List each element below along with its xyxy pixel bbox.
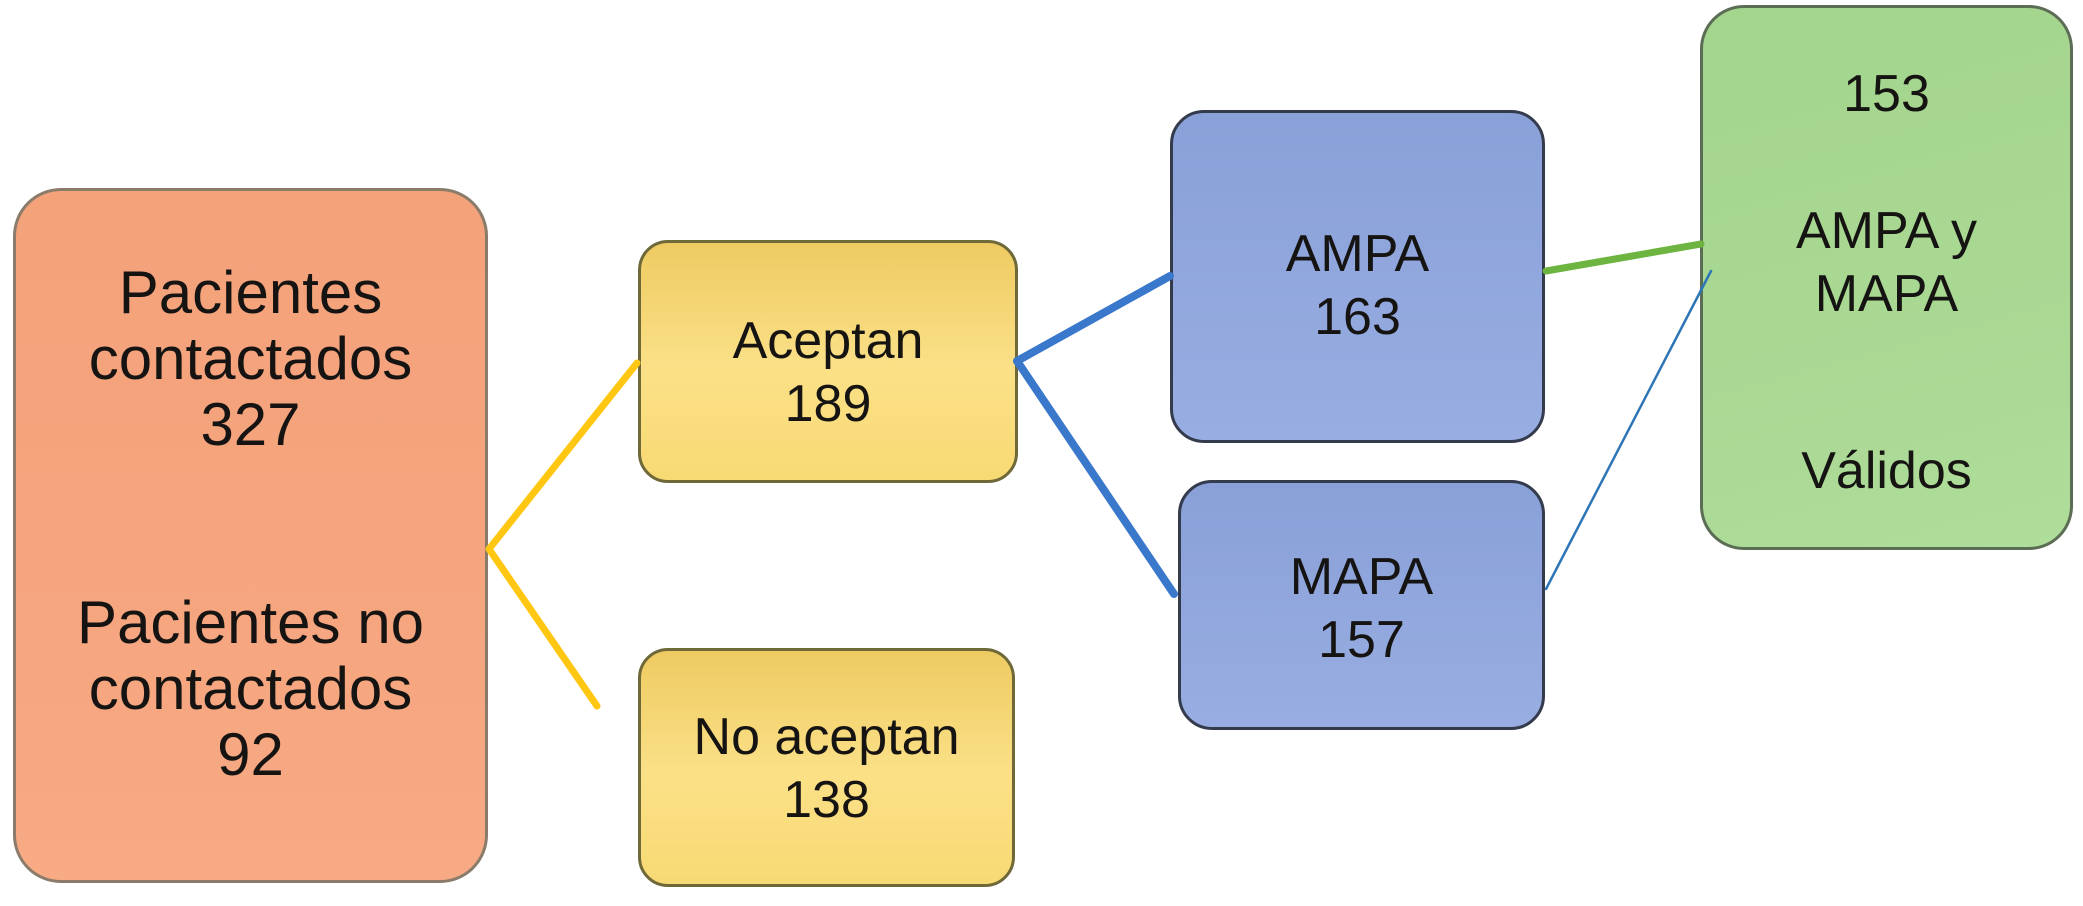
node-value: 138 — [783, 771, 870, 829]
connector-aceptan-ampa — [1013, 272, 1174, 365]
connector-aceptan-mapa — [1013, 357, 1178, 598]
connector-contactados-aceptan — [485, 359, 641, 553]
node-value: 153 — [1843, 65, 1930, 123]
node-text-line: AMPA — [1285, 225, 1430, 283]
node-text-line: Válidos — [1801, 442, 1972, 500]
node-value: 157 — [1318, 611, 1405, 669]
node-value: 189 — [784, 375, 872, 433]
node-value: 92 — [217, 721, 284, 788]
node-text-line: contactados — [88, 655, 413, 722]
node-text-line: Pacientes — [118, 259, 383, 326]
node-text-line: No aceptan — [693, 708, 960, 766]
node-value: 327 — [200, 391, 301, 458]
paragraph-pacientes-no-contactados: Pacientes no contactados 92 — [77, 590, 424, 788]
node-text-line: Pacientes no — [77, 589, 424, 656]
node-value: 163 — [1314, 288, 1401, 346]
node-text-line: MAPA — [1814, 265, 1959, 323]
node-aceptan: Aceptan 189 — [638, 240, 1018, 483]
connector-ampa-validos — [1542, 240, 1705, 275]
node-mapa: MAPA 157 — [1178, 480, 1545, 730]
connector-contactados-no-aceptan — [485, 545, 601, 710]
node-validos: 153 AMPA y MAPA Válidos — [1700, 5, 2073, 550]
node-text-line: MAPA — [1289, 548, 1434, 606]
node-text-line: AMPA y — [1795, 202, 1978, 260]
node-text-line: Aceptan — [732, 312, 924, 370]
connector-mapa-validos — [1544, 269, 1713, 591]
node-no-aceptan: No aceptan 138 — [638, 648, 1015, 887]
paragraph-pacientes-contactados: Pacientes contactados 327 — [89, 260, 413, 458]
node-ampa: AMPA 163 — [1170, 110, 1545, 443]
node-text-line: contactados — [88, 325, 413, 392]
node-pacientes: Pacientes contactados 327 Pacientes no c… — [13, 188, 488, 883]
